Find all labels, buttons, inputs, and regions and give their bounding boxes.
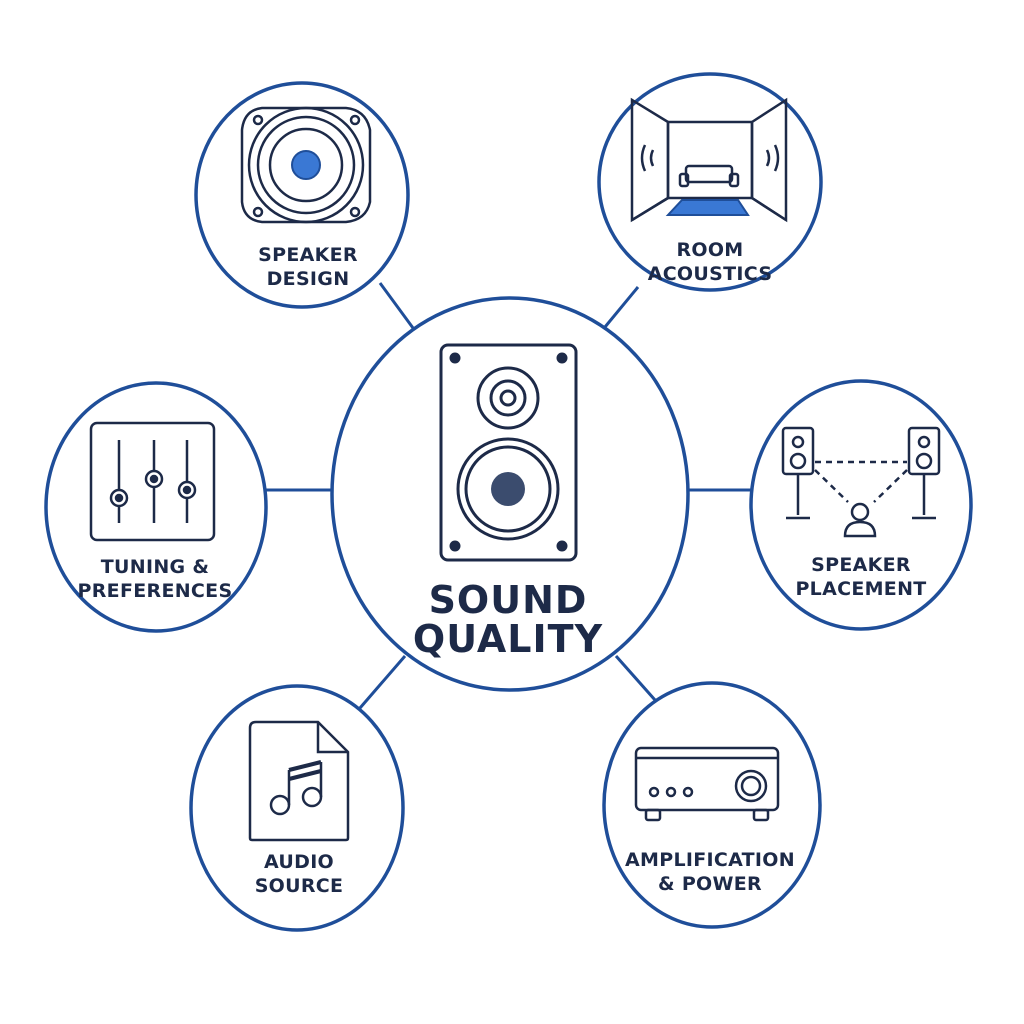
node-room-acoustics: ROOM ACOUSTICS xyxy=(597,72,823,292)
node-label-line2: ACOUSTICS xyxy=(648,263,773,285)
node-label-line2: PLACEMENT xyxy=(795,578,926,600)
music-file-icon xyxy=(248,720,350,842)
center-hub: SOUND QUALITY xyxy=(330,296,690,692)
floor-speaker-icon xyxy=(439,343,578,562)
node-label-line2: PREFERENCES xyxy=(78,580,233,602)
connector-speaker-design xyxy=(378,282,415,329)
node-audio-source: AUDIO SOURCE xyxy=(189,684,405,932)
node-ring xyxy=(44,381,268,633)
node-label-line1: SPEAKER xyxy=(258,244,358,266)
node-label-line1: SPEAKER xyxy=(811,554,911,576)
stereo-triangle-icon xyxy=(781,426,941,538)
node-label-line1: TUNING & xyxy=(101,556,209,578)
node-ring xyxy=(189,684,405,932)
connectors xyxy=(265,282,751,709)
node-speaker-design: SPEAKER DESIGN xyxy=(194,81,410,309)
speaker-driver-icon xyxy=(240,106,372,224)
node-tuning-preferences: TUNING & PREFERENCES xyxy=(44,381,268,633)
node-label-line2: DESIGN xyxy=(267,268,350,290)
connector-audio-source xyxy=(358,655,407,709)
node-speaker-placement: SPEAKER PLACEMENT xyxy=(749,379,973,631)
connector-room-acoustics xyxy=(603,286,640,328)
node-label-line1: AMPLIFICATION xyxy=(625,849,795,871)
node-label-line1: AUDIO xyxy=(264,851,334,873)
listening-room-icon xyxy=(630,97,788,223)
equalizer-sliders-icon xyxy=(89,421,216,542)
node-amplification-power: AMPLIFICATION & POWER xyxy=(602,681,822,929)
node-label-line2: SOURCE xyxy=(255,875,344,897)
connector-amplification-power xyxy=(614,655,657,701)
node-ring xyxy=(602,681,822,929)
center-title-line1: SOUND xyxy=(429,578,588,622)
node-label-line2: & POWER xyxy=(658,873,762,895)
center-title-line2: QUALITY xyxy=(413,617,603,661)
amplifier-icon xyxy=(634,746,780,822)
node-label-line1: ROOM xyxy=(676,239,743,261)
node-ring xyxy=(194,81,410,309)
